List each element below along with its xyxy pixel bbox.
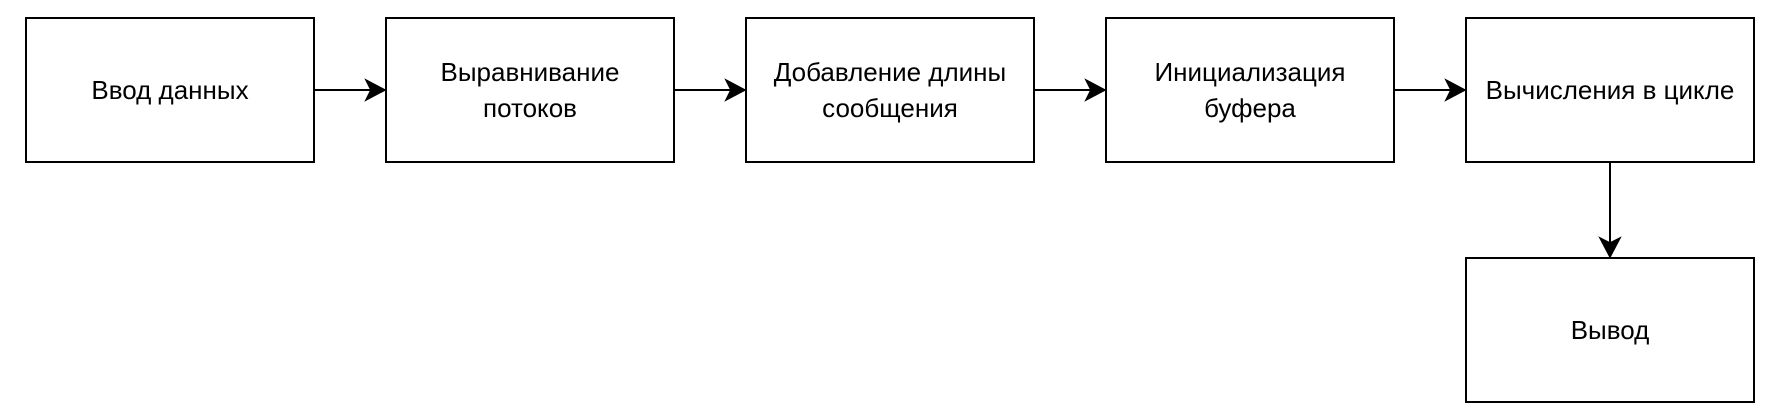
node-append-message-length: Добавление длины сообщения [745, 17, 1035, 163]
arrowhead-loop-to-output [1598, 236, 1622, 259]
node-buffer-initialization: Инициализация буфера [1105, 17, 1395, 163]
node-output: Вывод [1465, 257, 1755, 403]
arrowhead-buffer-to-loop [1444, 78, 1467, 102]
arrowhead-input-to-align [364, 78, 387, 102]
arrowhead-align-to-length [724, 78, 747, 102]
node-data-input: Ввод данных [25, 17, 315, 163]
node-stream-alignment: Выравнивание потоков [385, 17, 675, 163]
node-loop-computation: Вычисления в цикле [1465, 17, 1755, 163]
arrowhead-length-to-buffer [1084, 78, 1107, 102]
